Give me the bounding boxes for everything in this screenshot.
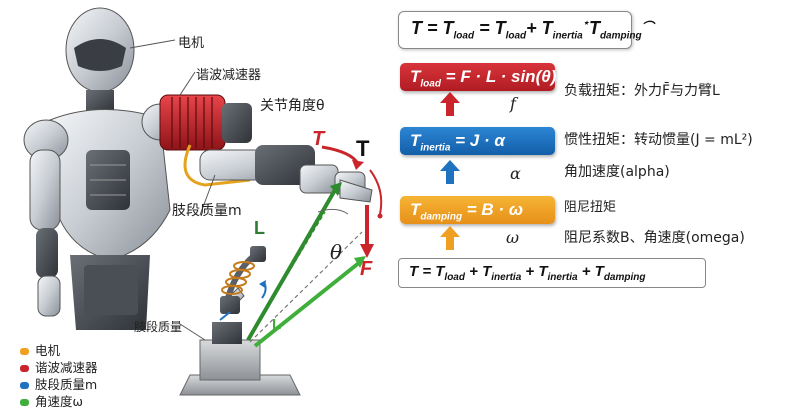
inertia-torque-description: 惯性扭矩：转动惯量(J = mL²) bbox=[564, 132, 753, 148]
total-torque-equation-top: T = Tload = Tload+ Tinertia⋆Tdamping⌒ bbox=[398, 11, 654, 49]
legend-swatch-red bbox=[20, 365, 29, 372]
theta-label: θ bbox=[330, 240, 343, 264]
symbol-f: f bbox=[510, 94, 516, 113]
force-F-label: F bbox=[360, 258, 373, 280]
harmonic-reducer-label: 谐波减速器 bbox=[196, 68, 262, 83]
inertia-torque-equation: Tinertia = J · α bbox=[400, 127, 555, 155]
legend-item-link-mass: 肢段质量m bbox=[20, 374, 97, 393]
robot-head bbox=[65, 7, 135, 112]
joint-angle-label: 关节角度θ bbox=[260, 98, 325, 114]
up-arrow-orange-icon bbox=[440, 226, 460, 250]
load-torque-description: 负载扭矩：外力F̄与力臂L bbox=[564, 83, 720, 99]
legend-item-motor: 电机 bbox=[20, 340, 60, 359]
motor-label: 电机 bbox=[178, 36, 205, 51]
torque-T-red: T bbox=[312, 128, 325, 150]
L-label-lower: L bbox=[272, 316, 282, 333]
robot-left-arm bbox=[23, 119, 69, 317]
legend-swatch-blue bbox=[20, 382, 29, 389]
symbol-alpha: α bbox=[510, 164, 521, 183]
total-torque-equation-bottom: T = Tload + Tinertia + Tinertia + Tdampi… bbox=[398, 258, 706, 288]
link-vectors bbox=[246, 182, 366, 348]
damping-torque-description: 阻尼扭矩 bbox=[564, 200, 617, 215]
robot-torso bbox=[49, 108, 171, 330]
legend-item-harmonic: 谐波减速器 bbox=[20, 357, 98, 376]
link-mechanism bbox=[179, 246, 301, 396]
torque-arrows bbox=[321, 145, 383, 258]
legend-swatch-green bbox=[20, 399, 29, 406]
link-mass-short-label: 肢段质量 bbox=[134, 320, 183, 334]
legend-swatch-orange bbox=[20, 348, 29, 355]
up-arrow-red-icon bbox=[440, 92, 460, 116]
link-mass-label: 肢段质量m bbox=[172, 203, 242, 219]
load-torque-equation: Tload = F · L · sin(θ) bbox=[400, 63, 556, 91]
up-arrow-blue-icon bbox=[440, 160, 460, 184]
damping-coefficient-description: 阻尼系数B、角速度(omega) bbox=[564, 230, 745, 246]
symbol-omega: ω bbox=[506, 228, 520, 247]
L-label-upper: L bbox=[254, 218, 265, 238]
angular-acceleration-description: 角加速度(alpha) bbox=[564, 164, 670, 180]
legend-item-angular-velocity: 角速度ω bbox=[20, 391, 83, 410]
damping-torque-equation: Tdamping = B · ω bbox=[400, 196, 555, 224]
leader-lines bbox=[129, 39, 216, 341]
torque-T-black: T bbox=[356, 136, 370, 161]
robot-right-arm bbox=[141, 94, 373, 203]
